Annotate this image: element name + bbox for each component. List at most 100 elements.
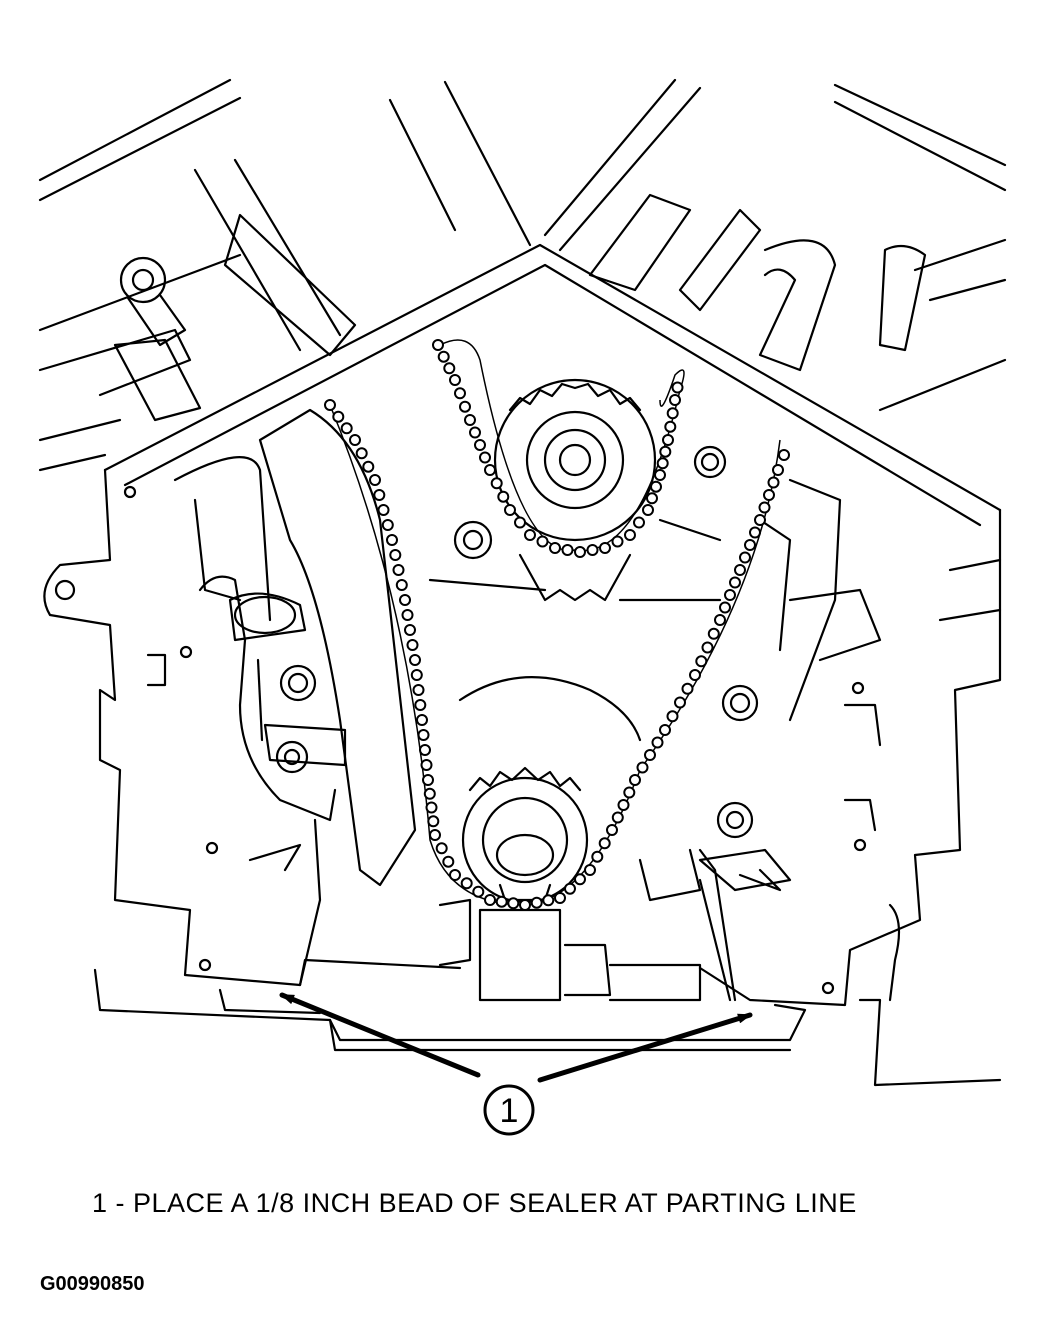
chain-roller <box>651 736 664 749</box>
chain-roller <box>395 579 408 591</box>
chain-roller <box>659 724 671 736</box>
chain-roller <box>666 407 679 420</box>
right-arrow <box>537 1012 753 1083</box>
chain-roller <box>664 420 677 433</box>
chain-roller <box>484 464 496 476</box>
chain-roller <box>662 434 674 446</box>
chain-roller <box>778 449 790 461</box>
chain-roller <box>623 786 636 799</box>
chain-roller <box>409 654 421 666</box>
chain-roller <box>554 892 566 904</box>
chain-roller <box>524 529 536 541</box>
chain-roller <box>355 447 368 460</box>
chain-roller <box>671 381 684 394</box>
chain-roller <box>422 774 434 786</box>
chain-roller <box>373 489 386 501</box>
chain-roller <box>425 801 438 814</box>
casting-edge-details <box>146 558 1002 1002</box>
chain-roller <box>410 669 423 681</box>
chain-roller <box>412 684 425 696</box>
chain-roller <box>340 422 353 435</box>
chain-roller <box>666 710 679 723</box>
cam-area-bolts <box>428 445 727 602</box>
chain-roller <box>591 850 604 863</box>
chain-roller <box>469 426 481 439</box>
chain-roller <box>584 864 596 876</box>
chain-roller <box>416 714 428 726</box>
chain-roller <box>599 542 611 554</box>
left-cylinder-bank <box>38 78 532 472</box>
chain-roller <box>758 501 771 514</box>
timing-chain <box>324 339 790 911</box>
chain-roller <box>507 897 520 910</box>
figure-id: G00990850 <box>40 1273 145 1295</box>
chain-roller <box>650 480 662 493</box>
chain-roller <box>324 399 336 411</box>
chain-roller <box>404 624 416 636</box>
chain-roller <box>474 439 486 451</box>
chain-roller <box>681 682 694 695</box>
chain-roller <box>714 614 726 626</box>
chain-roller <box>749 526 761 539</box>
chain-roller <box>617 799 630 811</box>
figure-caption: 1 - PLACE A 1/8 INCH BEAD OF SEALER AT P… <box>92 1188 857 1218</box>
chain-roller <box>586 544 599 556</box>
chain-roller <box>530 896 543 909</box>
chain-roller <box>719 601 731 614</box>
chain-roller <box>472 885 485 898</box>
chain-roller <box>574 546 586 558</box>
lower-block-rail <box>93 848 1002 1087</box>
chain-roller <box>536 535 549 548</box>
chain-roller <box>423 787 436 800</box>
chain-roller <box>417 729 430 741</box>
chain-roller <box>381 519 394 531</box>
chain-roller <box>598 837 611 850</box>
chain-roller <box>542 894 555 907</box>
chain-roller <box>406 639 419 651</box>
chain-roller <box>399 594 411 606</box>
chain-roller <box>460 877 473 890</box>
callout-number: 1 <box>500 1092 519 1130</box>
chain-roller <box>437 350 450 363</box>
chain-roller <box>549 542 561 554</box>
chain-roller <box>744 539 756 551</box>
chain-roller <box>362 460 375 473</box>
chain-roller <box>636 761 649 774</box>
chain-roller <box>432 339 444 351</box>
chain-roller <box>695 655 708 668</box>
chain-roller <box>564 882 576 895</box>
chain-roller <box>420 759 433 771</box>
chain-roller <box>392 564 405 576</box>
timing-cover-outline <box>43 243 1002 1007</box>
chain-roller <box>669 394 681 406</box>
chain-roller <box>429 829 441 841</box>
left-arrow <box>279 992 481 1078</box>
chain-roller <box>443 362 456 375</box>
callout-bubble: 1 <box>483 1084 535 1136</box>
chain-roller <box>772 464 784 476</box>
chain-roller <box>389 549 402 561</box>
chain-roller <box>734 564 746 576</box>
chain-roller <box>642 504 654 516</box>
chain-roller <box>435 842 448 855</box>
chain-roller <box>427 815 440 828</box>
chain-roller <box>724 589 736 601</box>
chain-roller <box>624 529 636 541</box>
chain-roller <box>754 514 766 526</box>
chain-roller <box>442 855 455 868</box>
chain-roller <box>479 451 491 464</box>
chain-roller <box>561 544 574 556</box>
chain-roller <box>490 477 503 490</box>
chain-tensioner <box>228 592 347 822</box>
chain-roller <box>646 492 658 505</box>
chain-roller <box>689 669 701 681</box>
chain-roller <box>606 824 618 836</box>
chain-roller <box>644 749 656 761</box>
chain-roller <box>459 400 471 413</box>
chain-roller <box>386 534 398 546</box>
chain-roller <box>332 410 345 423</box>
chain-roller <box>349 434 361 446</box>
chain-roller <box>656 457 669 470</box>
chain-roller <box>519 899 531 911</box>
